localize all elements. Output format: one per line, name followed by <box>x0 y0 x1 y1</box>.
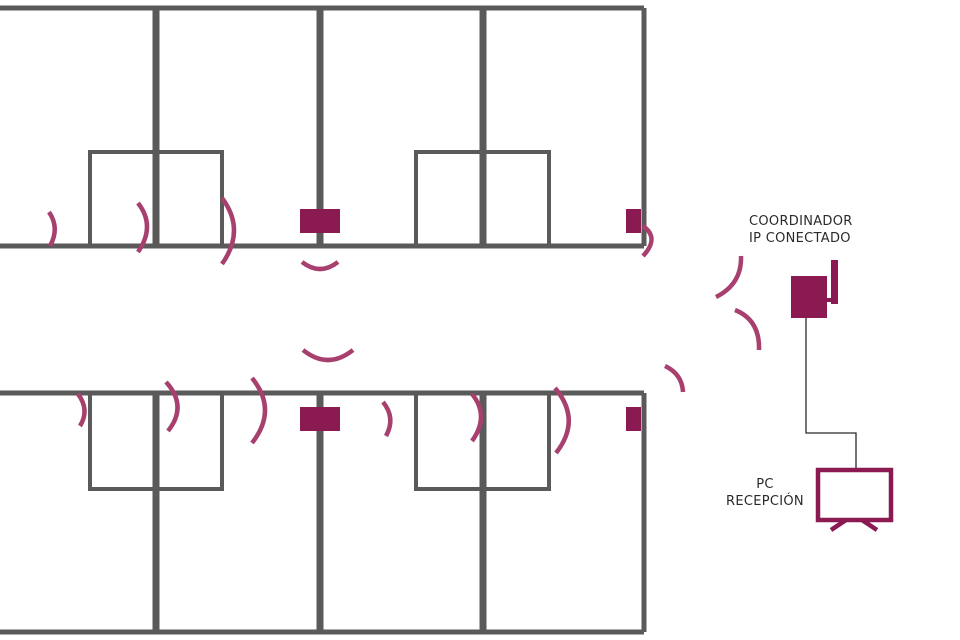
signal-wave-icon <box>470 392 484 443</box>
signal-wave-icon <box>381 400 393 438</box>
signal-wave-icon <box>663 363 686 393</box>
monitor-screen <box>815 467 894 523</box>
signal-wave-icon <box>553 386 571 455</box>
bottom-room-block <box>0 390 647 635</box>
coordinator-label-line2: IP CONECTADO <box>749 231 851 246</box>
top-bathroom-2 <box>414 150 551 246</box>
signal-wave-icon <box>250 376 268 445</box>
signal-wave-icon <box>136 201 150 254</box>
room-sensor-icon <box>626 407 641 431</box>
pc-label-line1: PC <box>756 477 774 492</box>
signal-wave-icon <box>714 255 744 300</box>
pc-label-line2: RECEPCIÓN <box>726 494 804 509</box>
bottom-bathroom-2 <box>414 393 551 491</box>
wireless-coordinator-icon <box>791 260 838 318</box>
bottom-bathroom-1 <box>88 393 224 491</box>
top-room-block <box>0 5 647 249</box>
room-sensor-icon <box>626 209 641 233</box>
signal-wave-icon <box>76 392 87 428</box>
room-sensor-icon <box>300 209 340 233</box>
signal-wave-icon <box>300 260 340 272</box>
coordinator-body <box>791 276 827 318</box>
coordinator-antenna <box>831 260 838 304</box>
pc-label: PC RECEPCIÓN <box>720 476 810 510</box>
signal-wave-icon <box>641 224 654 258</box>
monitor-leg-right <box>860 518 879 532</box>
signal-waves <box>47 196 762 455</box>
monitor-leg-left <box>829 518 848 532</box>
signal-wave-icon <box>220 196 237 266</box>
signal-wave-icon <box>47 210 57 248</box>
signal-wave-icon <box>734 307 762 351</box>
signal-wave-icon <box>164 380 180 433</box>
coordinator-label-line1: COORDINADOR <box>749 214 853 229</box>
network-cable <box>805 318 857 470</box>
signal-wave-icon <box>301 348 355 363</box>
sensors <box>300 209 641 431</box>
room-sensor-icon <box>300 407 340 431</box>
coordinator-label: COORDINADOR IP CONECTADO <box>749 213 853 247</box>
monitor-icon <box>815 467 894 532</box>
